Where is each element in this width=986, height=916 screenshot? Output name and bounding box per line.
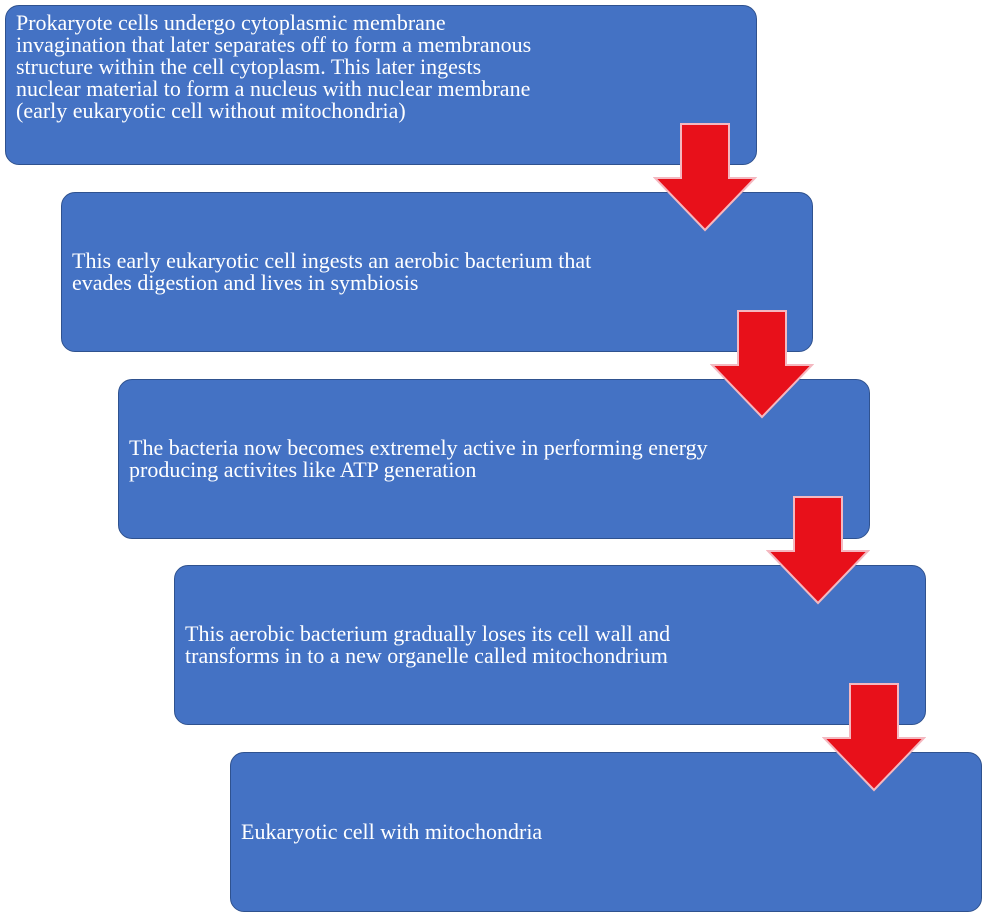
step-box-4: This aerobic bacterium gradually loses i… — [174, 565, 926, 725]
step-box-2: This early eukaryotic cell ingests an ae… — [61, 192, 813, 352]
step-box-5: Eukaryotic cell with mitochondria — [230, 752, 982, 912]
step-text-4: This aerobic bacterium gradually loses i… — [185, 621, 671, 668]
step-box-3: The bacteria now becomes extremely activ… — [118, 379, 870, 539]
step-text-3: The bacteria now becomes extremely activ… — [129, 435, 708, 482]
down-arrow-icon — [766, 496, 870, 605]
step-text-2: This early eukaryotic cell ingests an ae… — [72, 248, 592, 295]
down-arrow-icon — [822, 683, 926, 792]
step-text-1: Prokaryote cells undergo cytoplasmic mem… — [16, 10, 532, 123]
step-text-5: Eukaryotic cell with mitochondria — [241, 819, 543, 844]
down-arrow-icon — [710, 310, 814, 419]
down-arrow-icon — [653, 123, 757, 232]
step-box-1: Prokaryote cells undergo cytoplasmic mem… — [5, 5, 757, 165]
